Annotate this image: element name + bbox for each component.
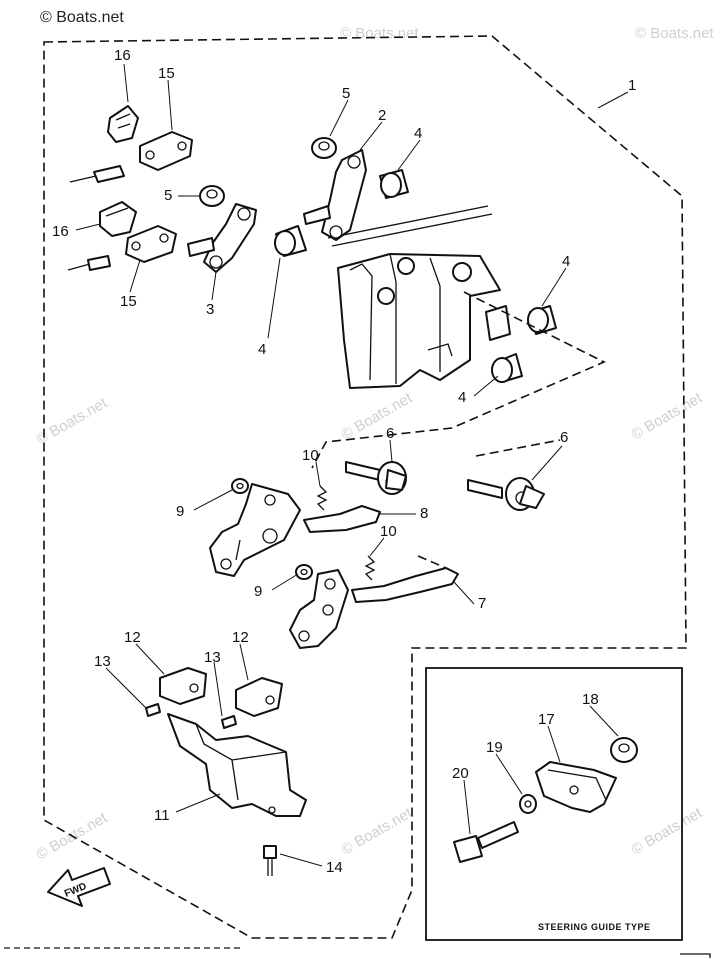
washer-19	[519, 794, 537, 814]
housing-bracket	[337, 253, 511, 389]
bushing-4-a	[379, 169, 409, 199]
link-rod-7	[351, 567, 459, 603]
callout-9: 9	[176, 503, 184, 520]
lever-plate-lower	[289, 569, 349, 649]
callout-8: 8	[420, 505, 428, 522]
watermark: © Boats.net	[629, 389, 706, 443]
cable-end-lower	[67, 255, 111, 271]
nut-18	[610, 737, 638, 763]
callout-12: 12	[124, 629, 141, 646]
callout-4: 4	[562, 253, 570, 270]
lever-arm-3	[187, 203, 257, 273]
callout-4: 4	[414, 125, 422, 142]
callout-10: 10	[380, 523, 397, 540]
callout-20: 20	[452, 765, 469, 782]
callout-13: 13	[94, 653, 111, 670]
callout-3: 3	[206, 301, 214, 318]
bushing-4-d	[491, 353, 523, 383]
bracket-12-left	[159, 667, 207, 705]
watermark: © Boats.net	[340, 25, 419, 42]
nut-5-left	[199, 185, 225, 207]
nut-5-right	[311, 137, 337, 159]
shaft-6-right	[467, 477, 545, 511]
callout-13: 13	[204, 649, 221, 666]
leader-housing	[311, 291, 606, 469]
callout-17: 17	[538, 711, 555, 728]
pin-13-left	[145, 703, 161, 717]
lever-plate-upper	[209, 483, 301, 577]
joint-15-upper	[139, 131, 193, 171]
base-plate-11	[167, 713, 307, 817]
steering-guide-inset	[425, 667, 683, 941]
callout-12: 12	[232, 629, 249, 646]
leader-lines	[75, 63, 629, 867]
link-rod-8	[303, 505, 381, 533]
shaft-6-left	[345, 461, 407, 495]
spring-10-lower	[364, 555, 376, 581]
watermark: © Boats.net	[339, 389, 416, 443]
callout-11: 11	[154, 807, 170, 824]
fwd-arrow: FWD	[47, 867, 111, 907]
callout-1: 1	[628, 77, 636, 94]
clip-16-lower	[99, 201, 137, 237]
callout-10: 10	[302, 447, 319, 464]
callout-5: 5	[342, 85, 350, 102]
clip-16-upper	[107, 105, 139, 143]
callout-4: 4	[258, 341, 266, 358]
callout-14: 14	[326, 859, 343, 876]
bolt-14	[263, 845, 277, 876]
scan-artifact	[680, 953, 711, 958]
watermark: © Boats.net	[635, 25, 714, 42]
bracket-12-right	[235, 677, 283, 717]
watermark: © Boats.net	[629, 804, 706, 858]
callout-15: 15	[158, 65, 175, 82]
assembly-boundary	[43, 35, 687, 939]
callout-16: 16	[52, 223, 69, 240]
washer-9-lower	[295, 564, 313, 580]
callout-4: 4	[458, 389, 466, 406]
leader-rod-7	[417, 555, 447, 569]
lever-arm-2	[303, 149, 367, 241]
callout-5: 5	[164, 187, 172, 204]
callout-16: 16	[114, 47, 131, 64]
guide-rail	[327, 205, 493, 247]
callout-9: 9	[254, 583, 262, 600]
callout-6: 6	[560, 429, 568, 446]
bushing-4-c	[527, 305, 557, 335]
bolt-20	[453, 821, 519, 863]
callout-15: 15	[120, 293, 137, 310]
inset-caption: STEERING GUIDE TYPE	[538, 922, 651, 932]
callout-2: 2	[378, 107, 386, 124]
joint-15-lower	[125, 225, 177, 263]
watermark: © Boats.net	[34, 394, 111, 448]
watermark: © Boats.net	[339, 804, 416, 858]
callout-7: 7	[478, 595, 486, 612]
spring-10-upper	[316, 485, 328, 511]
leader-housing-2	[475, 439, 561, 457]
watermark-top-left: © Boats.net	[40, 9, 124, 26]
guide-bracket-17	[535, 761, 617, 813]
callout-18: 18	[582, 691, 599, 708]
washer-9-upper	[231, 478, 249, 494]
cable-end-upper	[69, 165, 125, 183]
bushing-4-b	[274, 225, 307, 257]
pin-13-right	[221, 715, 237, 729]
callout-19: 19	[486, 739, 503, 756]
callout-6: 6	[386, 425, 394, 442]
